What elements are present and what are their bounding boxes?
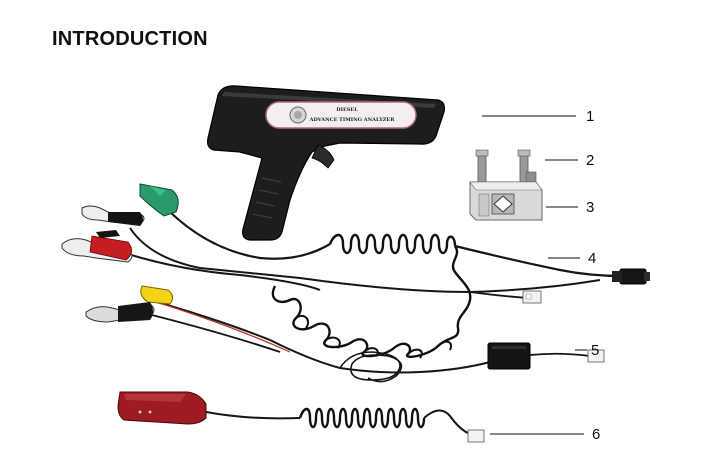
callout-2: 2 [545,152,594,169]
small-white-connector-5 [587,349,605,363]
callout-5: 5 [575,342,599,359]
callout-number-2: 2 [586,152,594,169]
probe-signal-box [487,342,531,370]
callout-3: 3 [546,199,594,216]
green-alligator-clip [139,183,179,217]
gun-label-line1: DIESEL [336,107,358,113]
sensor-coiled-cord [205,407,471,435]
harness-end-connector [612,268,650,285]
black-alligator-clip [85,302,155,323]
callout-number-6: 6 [592,426,600,443]
gun-label-plate [265,101,417,129]
cable-harness [127,211,623,359]
page-heading: INTRODUCTION [52,28,208,50]
callout-1: 1 [482,108,594,125]
gun-label-line2: ADVANCE TIMING ANALYZER [309,117,396,123]
small-white-connector-6 [467,429,485,443]
callout-6: 6 [490,426,600,443]
probe-cable [139,299,591,383]
red-alligator-clip-lower [61,230,133,263]
small-white-connector-4 [522,290,542,304]
callout-4: 4 [548,250,596,267]
yellow-alligator-clip [140,285,174,305]
red-alligator-clip-upper [81,205,145,226]
callout-number-4: 4 [588,250,596,267]
callout-number-5: 5 [591,342,599,359]
timing-light-gun: DIESEL ADVANCE TIMING ANALYZER [207,85,445,241]
callout-number-1: 1 [586,108,594,125]
clamp-adapter [469,149,543,221]
callout-number-3: 3 [586,199,594,216]
inductive-clamp-sensor [117,391,207,425]
